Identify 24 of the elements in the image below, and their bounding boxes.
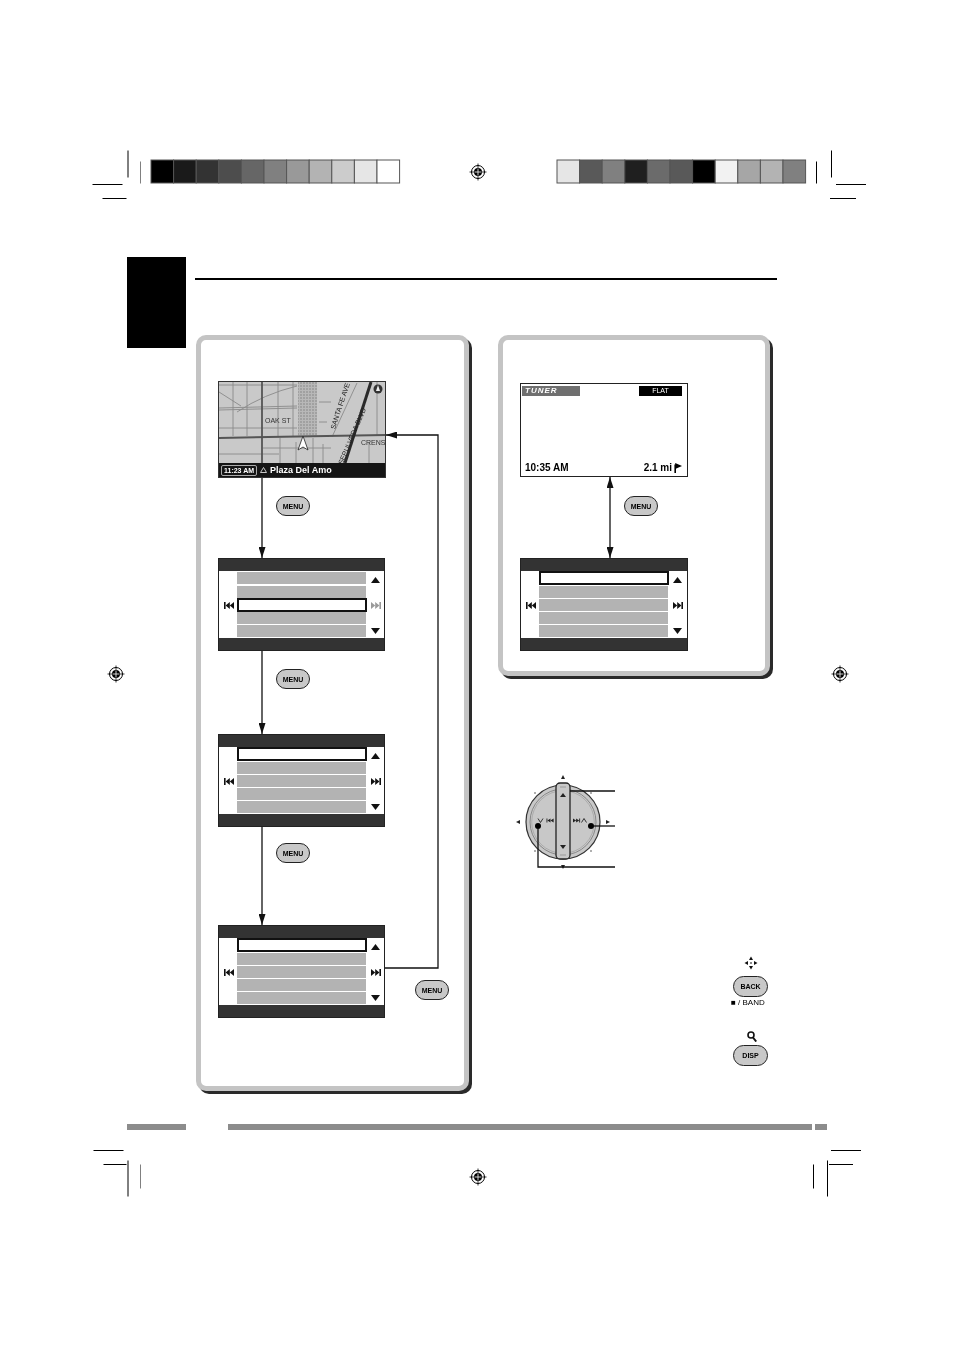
up-down-key (555, 782, 571, 860)
menu-screen (218, 925, 385, 1018)
source-label: TUNER (522, 386, 580, 396)
menu-screen (218, 734, 385, 827)
arrow (258, 826, 266, 926)
menu-screen (520, 558, 688, 651)
menu-screen (218, 558, 385, 651)
pointer-dot (588, 823, 594, 829)
key-caption: ■ / BAND (731, 999, 765, 1007)
arrow (384, 431, 439, 969)
panel (498, 335, 770, 676)
distance-label: 2.1 mi (643, 463, 672, 473)
tuner-screen (520, 383, 688, 477)
panel (196, 335, 469, 1091)
arrow (606, 476, 614, 559)
map-screen (218, 381, 386, 478)
control-dial (516, 773, 610, 869)
leader-line (537, 828, 616, 868)
arrow (258, 650, 266, 735)
place-name: Plaza Del Amo (270, 465, 332, 475)
leader-line (593, 825, 616, 827)
clock-time: 10:35 AM (525, 463, 569, 473)
pointer-dot (535, 823, 541, 829)
arrow (258, 477, 266, 559)
